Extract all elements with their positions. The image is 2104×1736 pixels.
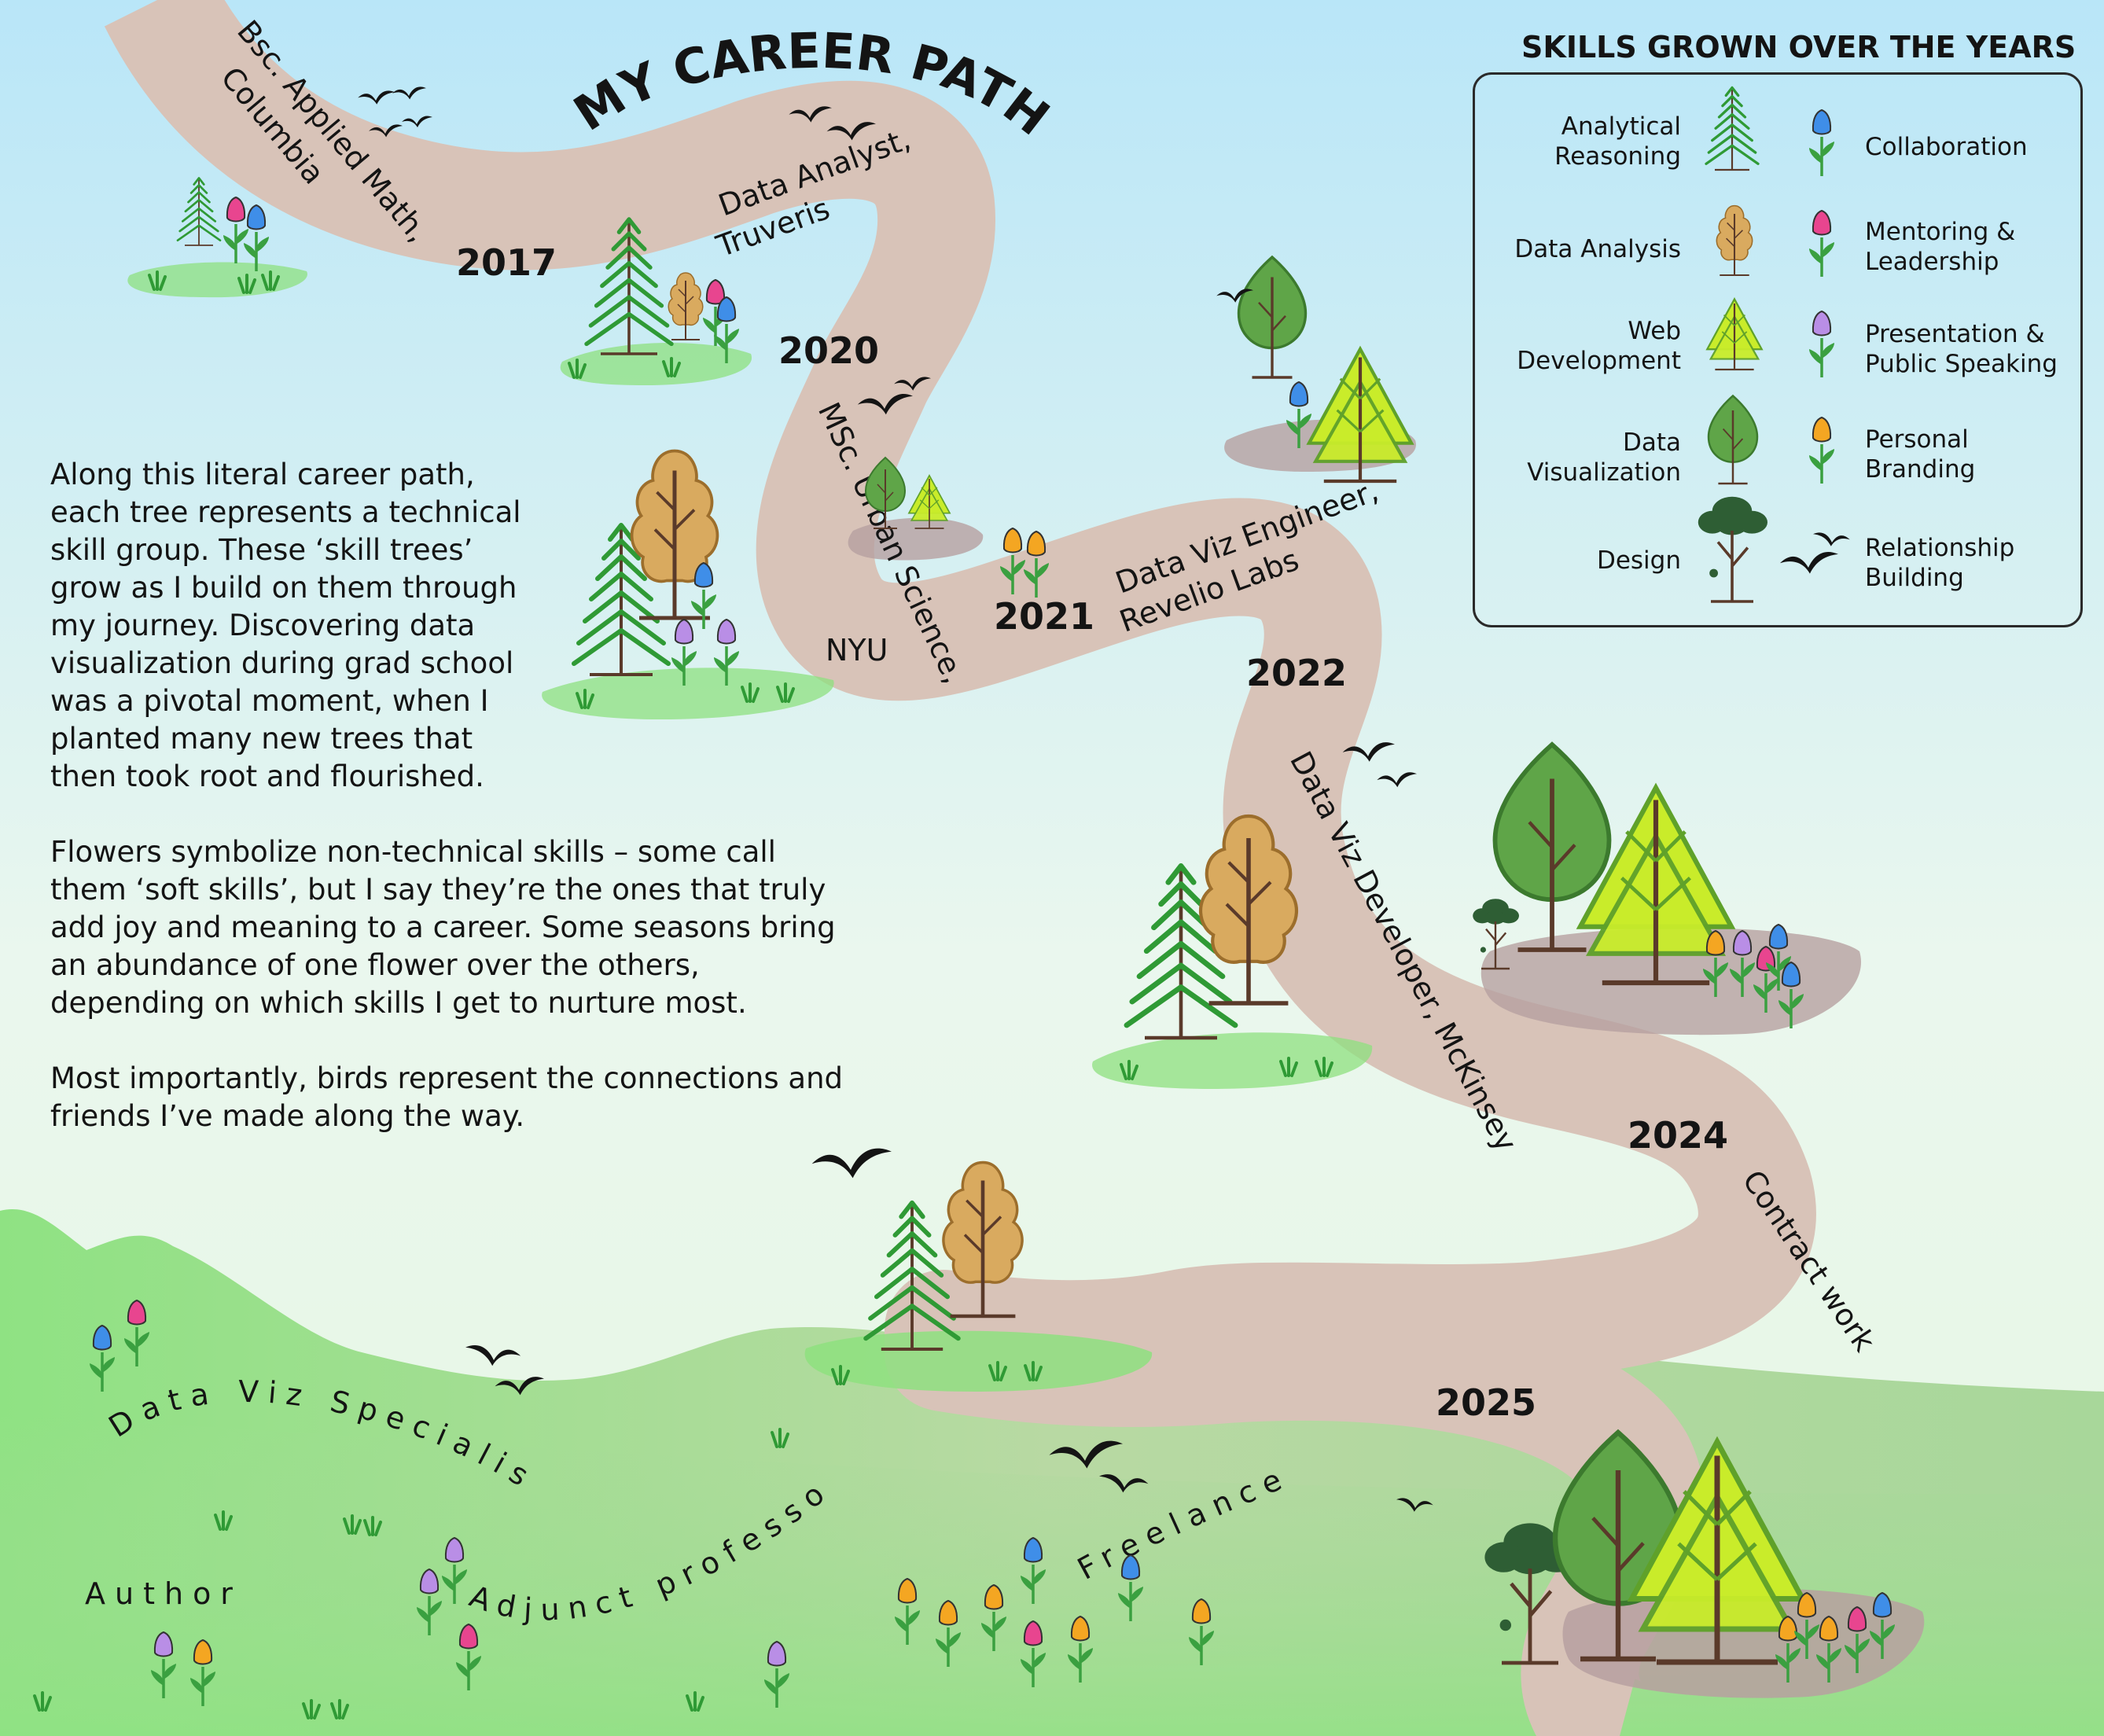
legend-label-web-dev: Web Development (1517, 317, 1681, 375)
legend-label-design: Design (1596, 546, 1681, 575)
year-2021: 2021 (994, 595, 1094, 638)
legend-box (1473, 72, 2083, 627)
description-block: Along this literal career path, each tre… (50, 456, 884, 1173)
year-2025: 2025 (1436, 1381, 1536, 1424)
legend-label-data-analysis: Data Analysis (1514, 235, 1681, 263)
role-nyu-line2: NYU (826, 633, 888, 668)
description-paragraph: Most importantly, birds represent the co… (50, 1061, 844, 1133)
grass-patch-2017 (127, 262, 307, 298)
legend-label-collaboration: Collaboration (1865, 133, 2028, 161)
year-2024: 2024 (1628, 1114, 1728, 1157)
legend-label-mentoring: Mentoring & Leadership (1865, 218, 2016, 276)
year-2020: 2020 (778, 329, 879, 372)
description-paragraph: Flowers symbolize non-technical skills –… (50, 835, 836, 1020)
legend-label-analytical: Analytical Reasoning (1554, 112, 1681, 171)
career-road (104, 0, 1816, 1736)
year-2022: 2022 (1246, 652, 1347, 694)
role-author: Author (85, 1576, 242, 1611)
legend-label-relationship: Relationship Building (1865, 534, 2015, 592)
year-2017: 2017 (456, 241, 557, 284)
legend-label-presentation: Presentation & Public Speaking (1865, 320, 2058, 378)
legend-label-personal-branding: Personal Branding (1865, 425, 1976, 484)
legend-label-data-viz: Data Visualization (1527, 428, 1681, 487)
grass-patch-late (804, 1330, 1153, 1392)
legend-title: SKILLS GROWN OVER THE YEARS (1521, 30, 2076, 64)
description-paragraph: Along this literal career path, each tre… (50, 458, 521, 793)
grass-patch-grad (542, 668, 834, 719)
grass-patch-mckinsey (1092, 1032, 1373, 1089)
